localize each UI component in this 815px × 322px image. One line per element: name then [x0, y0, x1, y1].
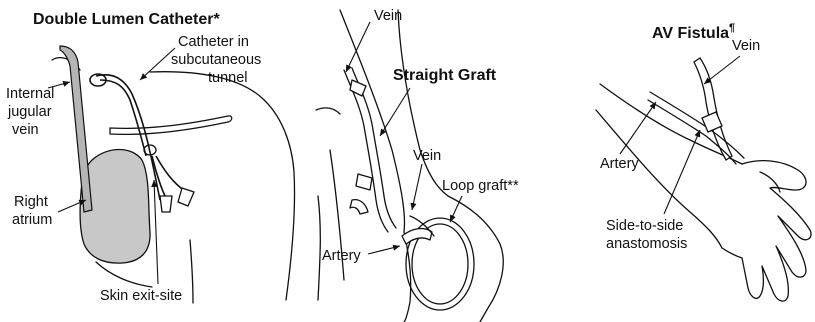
label-artery-graft: Artery	[322, 248, 361, 264]
catheter-panel-title: Double Lumen Catheter*	[33, 11, 220, 28]
graft-anastomosis-mid	[356, 174, 372, 190]
label-catheter-line3: tunnel	[208, 70, 248, 86]
graft-anastomosis-top	[350, 80, 366, 96]
label-anastomosis-line1: Side-to-side	[606, 218, 683, 234]
arrow-skin-exit-site	[154, 180, 158, 284]
panel-double-lumen-catheter: Double Lumen Catheter* Catheter in subcu…	[6, 11, 295, 304]
panel-straight-graft: Vein Straight Graft Vein Loop graft** Ar…	[316, 8, 519, 322]
upper-arm-outer-outline	[340, 10, 405, 232]
label-vein-mid: Vein	[413, 148, 441, 164]
skin-line-upper	[316, 108, 340, 114]
clavicle	[110, 116, 232, 134]
skin-line-left	[318, 196, 320, 300]
torso-outline	[150, 72, 295, 300]
arrow-jugular-vein	[48, 82, 70, 88]
graft-panel-title: Straight Graft	[393, 67, 497, 84]
label-anastomosis-line2: anastomosis	[606, 236, 687, 252]
lumen-connector-right	[178, 188, 194, 206]
label-skin-exit-site: Skin exit-site	[100, 288, 182, 304]
upper-arm-inner-outline	[398, 10, 448, 196]
thumb-outline	[760, 172, 780, 192]
arrow-fistula-vein	[704, 56, 740, 84]
fistula-panel-title-group: AV Fistula¶	[652, 22, 735, 42]
lumen-connector-left	[160, 196, 172, 212]
panel-av-fistula: AV Fistula¶ Vein Artery Side-to-side ana…	[596, 22, 811, 301]
arm-outline	[190, 240, 193, 303]
arrow-catheter-tunnel	[140, 48, 175, 80]
fistula-panel-title: AV Fistula	[652, 25, 729, 42]
fistula-artery-upper	[650, 92, 744, 158]
label-loop-graft: Loop graft**	[442, 178, 519, 194]
label-fistula-vein: Vein	[732, 38, 760, 54]
arrow-anastomosis	[664, 130, 700, 214]
arrow-vein-top	[346, 22, 370, 72]
fistula-title-mark: ¶	[729, 22, 735, 34]
arrow-vein-mid	[412, 164, 422, 210]
catheter-tube-inner	[100, 80, 146, 156]
label-atrium-line1: Right	[14, 194, 48, 210]
label-catheter-line1: Catheter in	[178, 34, 249, 50]
label-catheter-line2: subcutaneous	[171, 52, 261, 68]
chest-outline	[96, 262, 152, 287]
label-fistula-artery: Artery	[600, 156, 639, 172]
label-jugular-line1: Internal	[6, 86, 54, 102]
label-atrium-line2: atrium	[12, 212, 52, 228]
arrow-straight-graft	[380, 88, 410, 136]
arrow-artery-graft	[368, 246, 400, 254]
label-vein-top: Vein	[374, 8, 402, 24]
hand-outline	[722, 161, 811, 301]
label-jugular-line2: jugular	[7, 104, 52, 120]
graft-branch-lower	[350, 200, 368, 214]
label-jugular-line3: vein	[12, 122, 39, 138]
internal-jugular-vein-shape	[60, 46, 92, 212]
forearm-outer-outline	[448, 196, 503, 322]
